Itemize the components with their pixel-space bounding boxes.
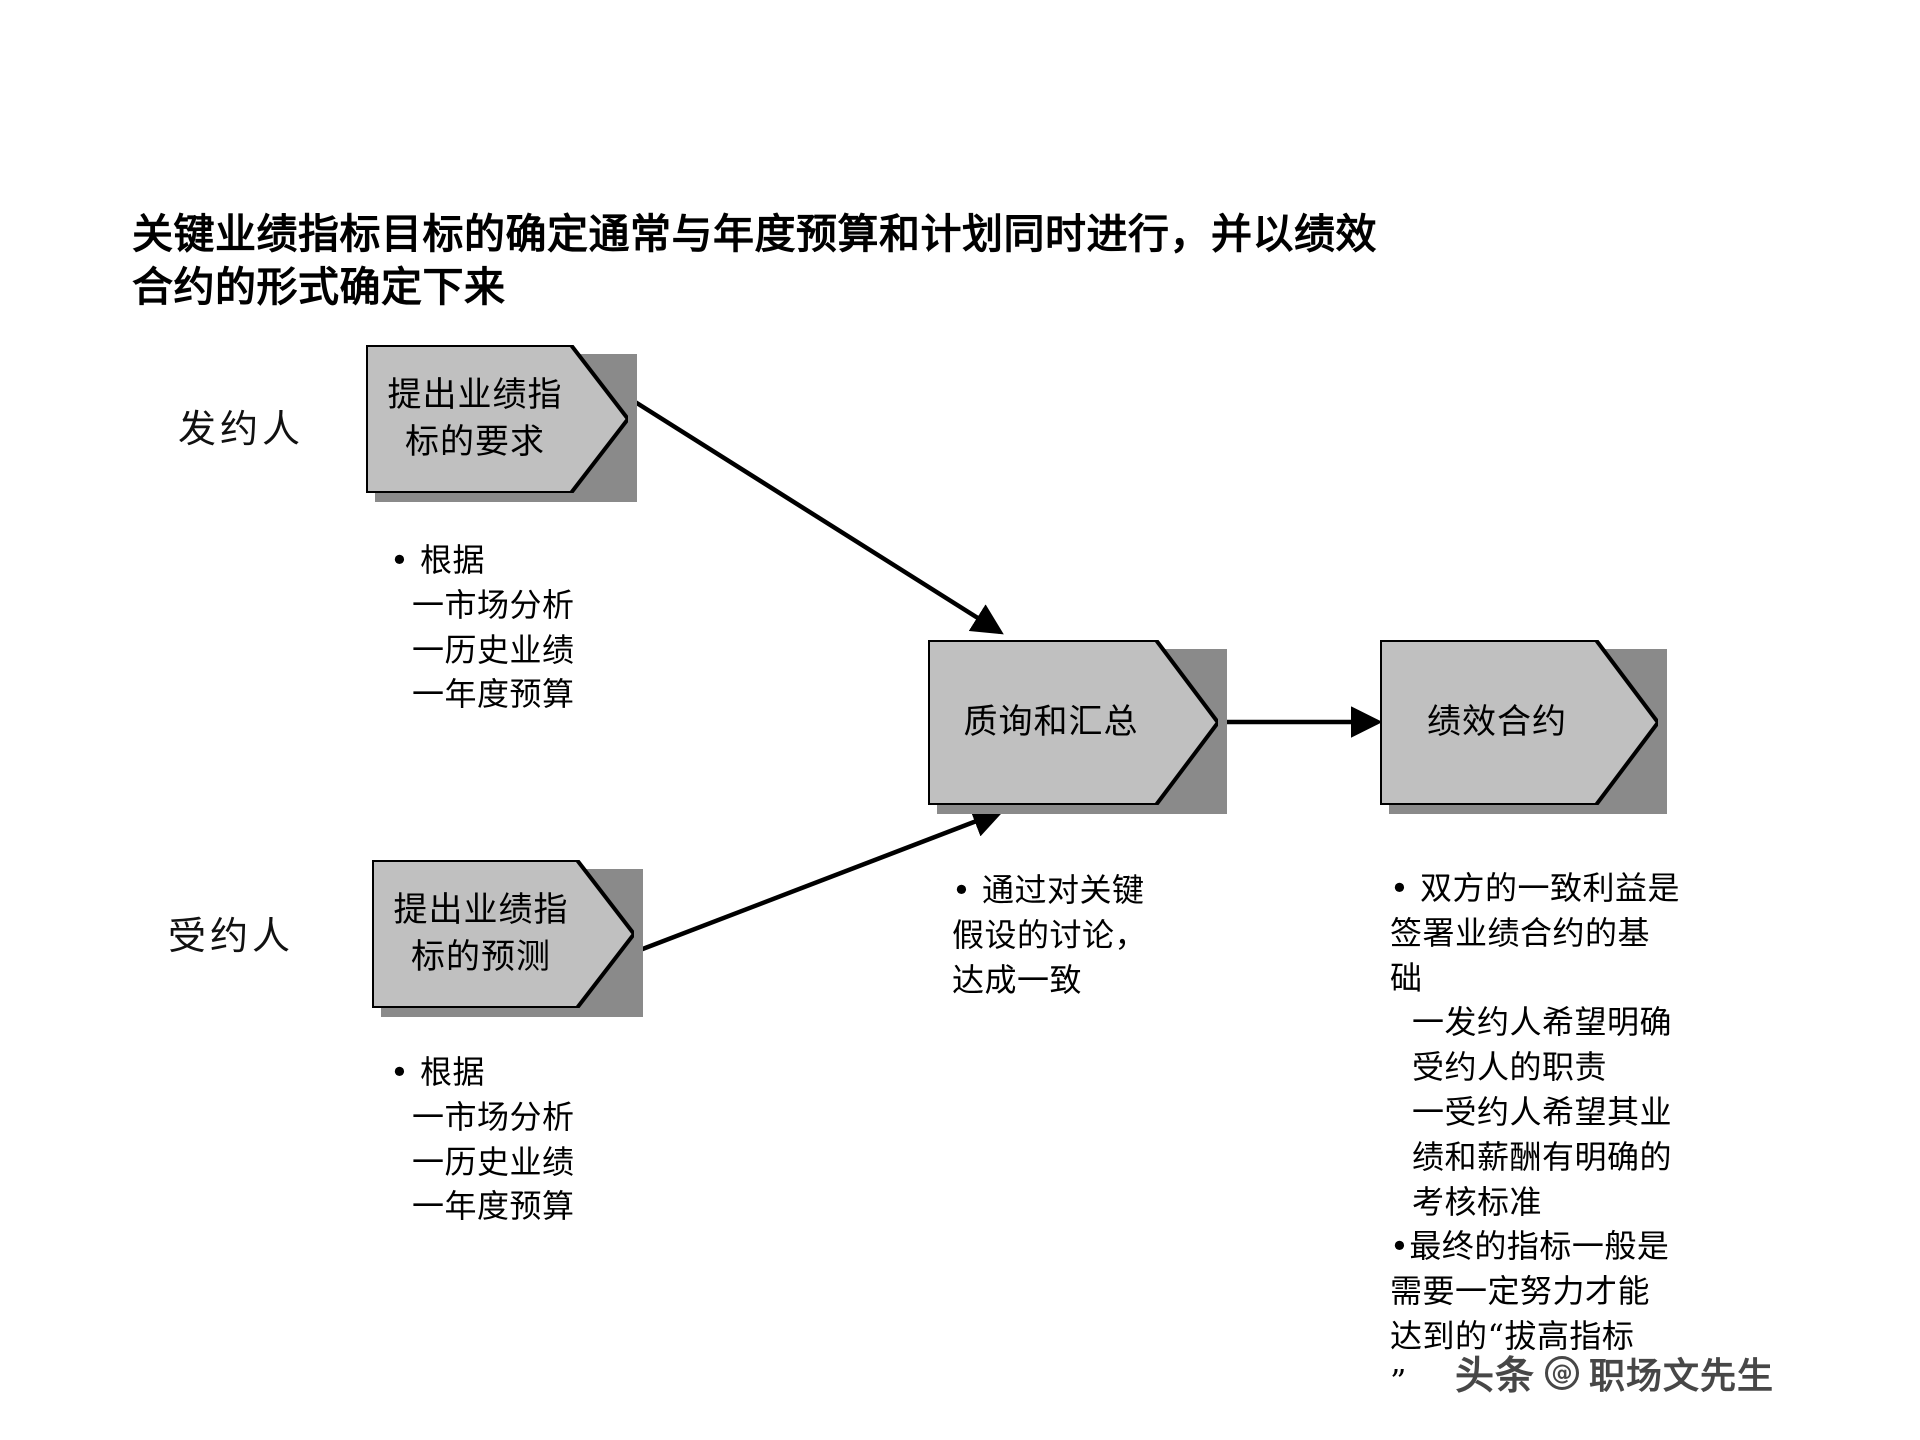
bullet-sub-item: 受约人希望其业 绩和薪酬有明确的 考核标准 [1390,1090,1760,1224]
node-request-kpi-targets[interactable]: 提出业绩指 标的要求 [366,345,637,502]
at-sign-icon: @ [1545,1356,1580,1390]
node-contract-label: 绩效合约 [1427,702,1567,743]
connector-forecast-to-review [639,806,1005,953]
bullet-paragraph: 最终的指标一般是 需要一定努力才能 达到的“拔高指标 ” [1390,1224,1760,1403]
bullet-sub-item: 历史业绩 [390,628,690,673]
node-review-and-consolidate[interactable]: 质询和汇总 [928,640,1227,814]
bullet-sub-item: 发约人希望明确 受约人的职责 [1390,1000,1760,1090]
bullet-paragraph: 通过对关键 假设的讨论， 达成一致 [952,868,1222,1002]
bullet-sub-item: 年度预算 [390,1184,690,1229]
bullet-list-review-note: 通过对关键 假设的讨论， 达成一致 [952,868,1222,1002]
role-label-issuer: 发约人 [178,407,305,451]
bullet-heading: 根据 [390,538,690,583]
bullet-sub-item: 市场分析 [390,1095,690,1140]
node-forecast-label: 提出业绩指 标的预测 [393,890,569,977]
node-shape [928,640,1218,805]
watermark-author: 职场文先生 [1589,1356,1775,1397]
node-shape [1380,640,1658,805]
bullet-sub-item: 市场分析 [390,583,690,628]
bullet-sub-item: 年度预算 [390,672,690,717]
bullet-heading: 根据 [390,1050,690,1095]
node-shape [366,345,628,493]
page-title: 关键业绩指标目标的确定通常与年度预算和计划同时进行，并以绩效 合约的形式确定下来 [132,210,1377,312]
watermark: 头条 @ 职场文先生 [1455,1345,1774,1401]
watermark-brand: 头条 [1455,1354,1536,1399]
node-shape [372,860,634,1008]
bullet-list-contract-notes: 双方的一致利益是 签署业绩合约的基 础 发约人希望明确 受约人的职责 受约人希望… [1390,866,1760,1404]
node-request-label: 提出业绩指 标的要求 [387,375,563,462]
bullet-list-receiver-basis: 根据 市场分析 历史业绩 年度预算 [390,1050,690,1229]
bullet-paragraph: 双方的一致利益是 签署业绩合约的基 础 [1390,866,1760,1000]
node-forecast-kpi-targets[interactable]: 提出业绩指 标的预测 [372,860,643,1017]
node-performance-contract[interactable]: 绩效合约 [1380,640,1667,814]
role-label-receiver: 受约人 [168,914,295,958]
bullet-sub-item: 历史业绩 [390,1140,690,1185]
node-review-label: 质询和汇总 [963,702,1139,743]
bullet-list-issuer-basis: 根据 市场分析 历史业绩 年度预算 [390,538,690,717]
